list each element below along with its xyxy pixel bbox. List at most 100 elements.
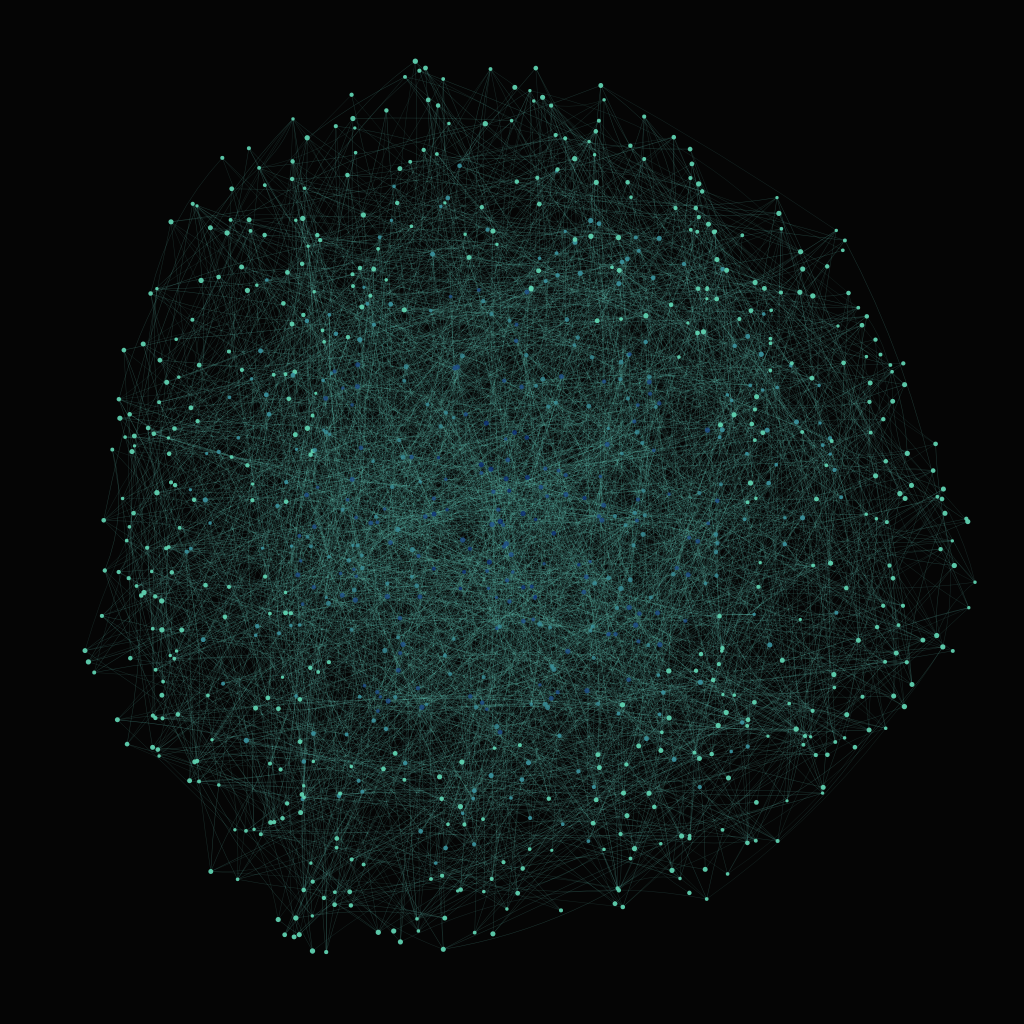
network-node xyxy=(451,415,456,420)
network-edge xyxy=(250,230,350,561)
network-node xyxy=(153,594,158,599)
network-edge xyxy=(715,307,859,535)
network-edge xyxy=(565,138,912,486)
network-edge xyxy=(778,213,820,386)
network-edge xyxy=(515,340,937,636)
network-edge xyxy=(128,279,268,579)
network-edge xyxy=(481,472,634,546)
network-edge xyxy=(278,237,380,634)
network-edge xyxy=(336,847,523,869)
network-node xyxy=(555,167,560,172)
network-edge xyxy=(314,526,495,749)
network-edge xyxy=(192,203,353,406)
network-edge xyxy=(453,638,756,841)
network-node xyxy=(371,718,376,723)
network-node xyxy=(348,903,354,908)
network-node xyxy=(392,751,398,756)
network-node xyxy=(606,426,611,431)
network-edge xyxy=(475,68,505,381)
network-edge xyxy=(197,751,405,781)
network-node xyxy=(297,739,303,745)
network-edge xyxy=(317,457,439,488)
network-edge xyxy=(416,585,468,825)
network-edge xyxy=(390,542,719,726)
network-node xyxy=(811,563,816,568)
network-edge xyxy=(628,354,634,608)
network-edge xyxy=(210,838,337,872)
network-edge xyxy=(425,516,534,620)
network-edge xyxy=(460,487,542,890)
network-edge xyxy=(691,163,899,626)
network-edge xyxy=(526,259,718,293)
network-edge xyxy=(176,586,532,652)
network-edge xyxy=(247,290,287,502)
network-edge xyxy=(134,398,289,447)
network-edge xyxy=(317,487,508,581)
network-node xyxy=(537,256,542,260)
network-edge xyxy=(352,105,439,287)
network-node xyxy=(206,693,210,698)
network-edge xyxy=(348,295,371,561)
network-node xyxy=(696,181,702,187)
network-node xyxy=(184,549,189,554)
network-edge xyxy=(174,295,371,486)
network-node xyxy=(355,543,360,548)
network-edge xyxy=(638,515,647,747)
network-edge xyxy=(323,237,619,431)
network-edge xyxy=(104,570,247,831)
network-edge xyxy=(427,363,792,406)
network-edge xyxy=(170,221,267,395)
network-edge xyxy=(425,67,494,232)
network-edge xyxy=(127,743,508,910)
network-edge xyxy=(527,354,762,478)
network-edge xyxy=(197,421,275,823)
network-edge xyxy=(151,571,563,825)
network-edge xyxy=(402,457,444,950)
network-edge xyxy=(352,285,510,602)
network-edge xyxy=(285,288,532,614)
network-edge xyxy=(334,904,445,919)
network-edge xyxy=(397,406,657,530)
network-edge xyxy=(252,482,287,830)
network-node xyxy=(693,205,699,211)
network-edge xyxy=(352,285,786,518)
network-edge xyxy=(339,696,381,794)
network-edge xyxy=(492,231,509,460)
network-node xyxy=(188,405,194,411)
network-edge xyxy=(310,338,771,547)
network-edge xyxy=(627,137,674,183)
network-edge xyxy=(351,766,624,806)
network-node xyxy=(942,510,948,516)
network-edge xyxy=(387,300,484,597)
network-edge xyxy=(545,468,828,755)
network-edge xyxy=(526,355,568,652)
edge-layer xyxy=(84,61,976,953)
network-edge xyxy=(746,432,777,726)
network-edge xyxy=(246,703,749,741)
network-edge xyxy=(241,266,613,281)
network-node xyxy=(615,234,622,241)
network-edge xyxy=(502,131,597,526)
network-edge xyxy=(307,424,723,431)
network-edge xyxy=(618,266,828,714)
network-node xyxy=(528,286,534,292)
network-edge xyxy=(515,340,548,497)
network-edge xyxy=(418,555,594,824)
network-edge xyxy=(293,587,524,938)
network-edge xyxy=(155,497,585,719)
network-edge xyxy=(179,527,477,708)
network-edge xyxy=(285,501,484,892)
network-edge xyxy=(362,657,594,792)
network-node xyxy=(294,694,298,698)
network-edge xyxy=(285,603,609,635)
network-edge xyxy=(493,385,751,492)
network-edge xyxy=(404,456,421,597)
network-edge xyxy=(295,791,363,919)
network-edge xyxy=(129,333,337,527)
network-edge xyxy=(303,797,623,908)
network-edge xyxy=(136,582,352,630)
network-edge xyxy=(844,240,938,497)
network-node xyxy=(577,562,581,567)
network-edge xyxy=(526,437,953,652)
network-edge xyxy=(799,292,830,794)
